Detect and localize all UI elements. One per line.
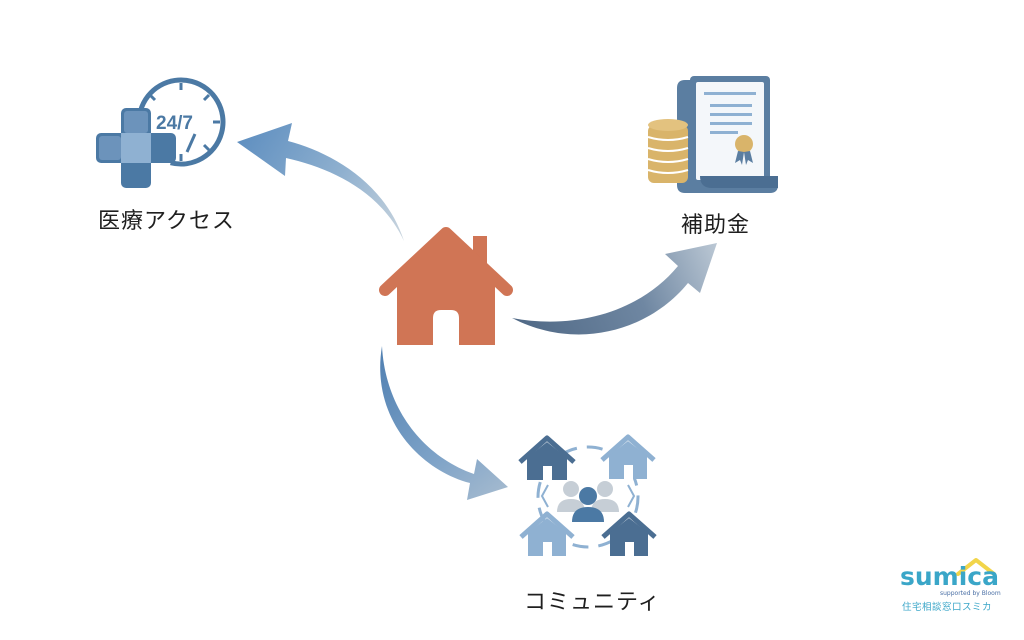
community-people — [557, 481, 619, 522]
coin-stack — [647, 119, 689, 183]
brand-logo: sumica supported by Bloom 住宅相談窓口スミカ — [898, 556, 1008, 616]
brand-subtitle: 住宅相談窓口スミカ — [902, 602, 993, 613]
badge-247: 24/7 — [156, 113, 193, 134]
arrow-to-subsidy — [512, 243, 717, 335]
community-houses-icon — [518, 434, 657, 556]
house-icon — [379, 227, 513, 345]
coins-certificate-icon — [647, 76, 778, 193]
brand-tagline: supported by Bloom — [940, 590, 1001, 597]
medical-access-label: 医療アクセス — [98, 209, 235, 234]
subsidy-label: 補助金 — [681, 213, 751, 238]
arrow-to-medical — [237, 123, 404, 241]
community-house-top-right — [600, 434, 656, 479]
community-house-bottom-right — [601, 511, 657, 556]
brand-roof-icon — [956, 558, 996, 576]
community-house-top-left — [518, 435, 576, 480]
medical-247-icon: 24/7 — [96, 77, 226, 188]
brand-name: sumica — [900, 562, 999, 591]
community-label: コミュニティ — [524, 590, 661, 615]
community-house-bottom-left — [519, 511, 575, 556]
arrow-to-community — [380, 346, 508, 500]
